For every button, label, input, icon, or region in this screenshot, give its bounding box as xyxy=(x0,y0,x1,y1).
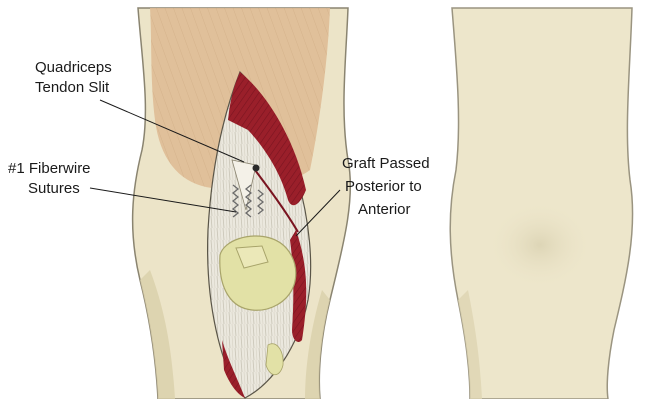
label-graft-line3: Anterior xyxy=(358,201,411,218)
right-kneecap xyxy=(490,203,590,287)
label-quadriceps-line1: Quadriceps xyxy=(35,59,112,76)
label-graft-line2: Posterior to xyxy=(345,178,422,195)
left-leg xyxy=(90,8,350,399)
right-leg xyxy=(450,8,632,399)
label-fiberwire-line2: Sutures xyxy=(28,180,80,197)
label-graft-line1: Graft Passed xyxy=(342,155,430,172)
label-fiberwire-line1: #1 Fiberwire xyxy=(8,160,91,177)
graft-tunnel xyxy=(253,165,260,172)
label-quadriceps-line2: Tendon Slit xyxy=(35,79,110,96)
